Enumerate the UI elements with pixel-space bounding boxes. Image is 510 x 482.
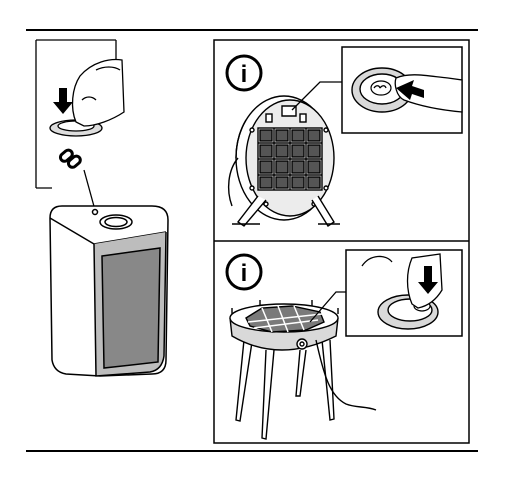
info-symbol: i — [241, 260, 248, 287]
button-zoom-top — [342, 47, 462, 133]
press-arrow-icon — [53, 88, 73, 114]
info-icon: i — [227, 255, 261, 289]
filter-grid — [258, 128, 322, 190]
button-zoom-bottom — [346, 250, 462, 336]
speaker-device — [50, 206, 168, 376]
info-icon: i — [227, 56, 261, 90]
filter-assembly — [229, 96, 340, 226]
info-symbol: i — [241, 61, 248, 88]
finger-press-icon — [73, 60, 124, 126]
link-icon — [59, 148, 82, 168]
